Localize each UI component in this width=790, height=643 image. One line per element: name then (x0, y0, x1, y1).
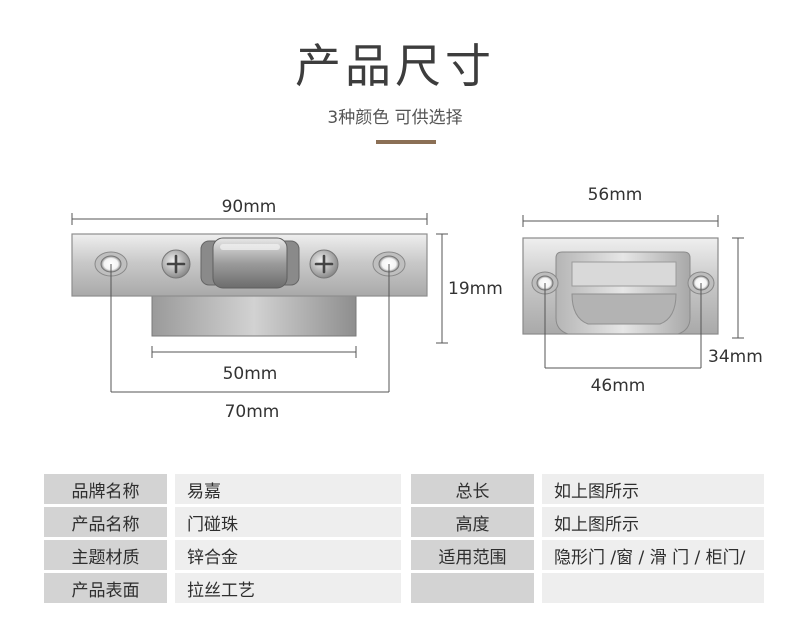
latch-total-length-label: 90mm (222, 197, 277, 217)
accent-divider (376, 140, 436, 144)
strike-dimension-lines (522, 215, 744, 369)
latch-part (71, 233, 428, 337)
spec-value: 拉丝工艺 (175, 573, 401, 603)
spec-key: 品牌名称 (44, 474, 167, 504)
spec-table: 品牌名称 易嘉 总长 如上图所示 产品名称 门碰珠 高度 如上图所示 主题材质 … (44, 474, 764, 603)
strike-plate-part (522, 237, 719, 335)
strike-total-length-label: 56mm (588, 185, 643, 205)
spec-value: 如上图所示 (542, 474, 764, 504)
latch-dimension-lines (71, 213, 448, 393)
spec-key: 产品名称 (44, 507, 167, 537)
latch-hole-spacing-label: 70mm (225, 402, 280, 422)
strike-hole-spacing-label: 46mm (591, 376, 646, 396)
roller-icon (200, 237, 300, 289)
spec-value: 锌合金 (175, 540, 401, 570)
spec-key: 高度 (411, 507, 534, 537)
spec-key: 适用范围 (411, 540, 534, 570)
latch-inner-length-label: 50mm (223, 364, 278, 384)
spec-value: 门碰珠 (175, 507, 401, 537)
spec-value: 易嘉 (175, 474, 401, 504)
spec-key: 产品表面 (44, 573, 167, 603)
spec-key: 主题材质 (44, 540, 167, 570)
spec-value: 如上图所示 (542, 507, 764, 537)
spec-key: 总长 (411, 474, 534, 504)
screw-icon (309, 249, 339, 279)
strike-height-label: 34mm (708, 347, 763, 367)
screw-icon (161, 249, 191, 279)
spec-value: 隐形门 /窗 / 滑 门 / 柜门/ (542, 540, 764, 570)
page-subtitle: 3种颜色 可供选择 (327, 108, 463, 128)
dimension-diagram: 90mm 19mm 50mm 70mm 56mm 34mm 46mm (71, 185, 763, 422)
latch-height-label: 19mm (448, 279, 503, 299)
spec-value (542, 573, 764, 603)
spec-key (411, 573, 534, 603)
page-title: 产品尺寸 (295, 39, 495, 93)
